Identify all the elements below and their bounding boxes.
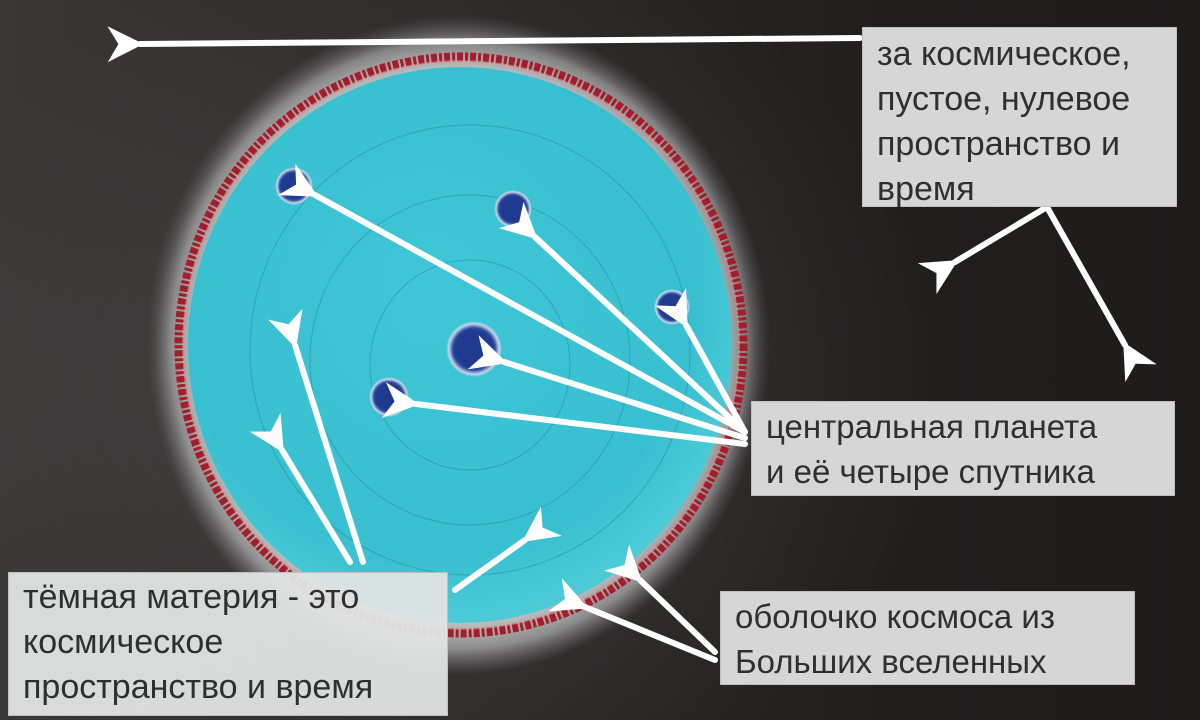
arrow-shell-2 xyxy=(604,544,718,655)
label-line: центральная планета xyxy=(766,408,1098,445)
label-line: пространство и xyxy=(877,125,1120,163)
arrow-right-space-lower xyxy=(1044,204,1157,383)
arrow-satellite-2 xyxy=(499,201,748,435)
arrow-left-space xyxy=(107,26,863,63)
central-planet xyxy=(446,321,502,377)
label-shell: оболочко космоса из Больших вселенных xyxy=(720,591,1135,685)
label-line: время xyxy=(877,170,975,208)
arrow-satellite-3 xyxy=(654,287,748,435)
arrow-right-space-upper xyxy=(917,204,1050,295)
satellite-2 xyxy=(494,190,532,228)
label-line: пустое, нулевое xyxy=(877,80,1131,118)
label-line: оболочко космоса из xyxy=(735,598,1055,635)
label-line: тёмная материя - это xyxy=(23,578,360,616)
arrow-shell-1 xyxy=(548,578,718,663)
arrow-dark-1 xyxy=(249,412,353,565)
label-central-planet: центральная планета и её четыре спутника xyxy=(751,401,1175,496)
arrow-dark-2 xyxy=(268,308,366,565)
satellite-4 xyxy=(369,377,409,417)
arrow-satellite-4 xyxy=(381,382,748,447)
arrow-central-planet xyxy=(467,335,748,441)
satellite-1 xyxy=(275,167,313,205)
arrow-satellite-1 xyxy=(277,163,748,435)
arrow-dark-3 xyxy=(452,506,562,593)
label-line: и её четыре спутника xyxy=(766,453,1095,490)
shell-ring xyxy=(174,52,748,638)
label-line: пространство и время xyxy=(23,668,374,706)
label-line: Больших вселенных xyxy=(735,643,1047,680)
label-line: за космическое, xyxy=(877,35,1131,73)
label-line: космическое xyxy=(23,623,224,661)
satellite-3 xyxy=(654,289,690,325)
annotation-arrows xyxy=(107,26,1157,663)
label-outer-space: за космическое, пустое, нулевое простран… xyxy=(862,27,1177,208)
label-dark-matter: тёмная материя - это космическое простра… xyxy=(8,572,448,716)
